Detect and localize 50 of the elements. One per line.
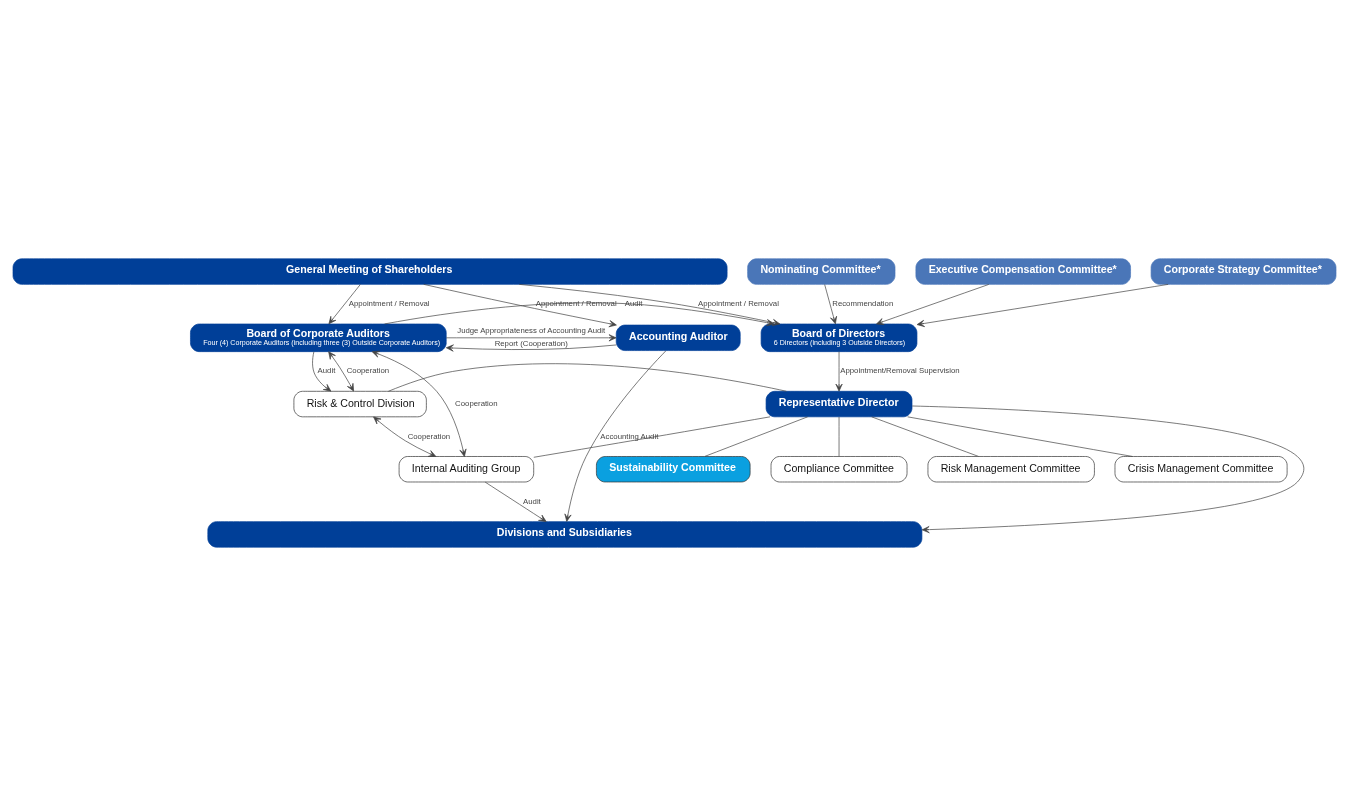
edge-label: Appointment / Removal [348, 299, 430, 309]
arrow [445, 334, 617, 342]
arrow [328, 284, 361, 325]
arrow [564, 350, 667, 522]
arrow [445, 344, 617, 352]
arrow [911, 405, 1305, 534]
node-box: Risk & Control Division [293, 390, 427, 418]
connector [533, 416, 771, 458]
edge-label: Appointment/Removal Supervision [840, 366, 960, 376]
arrow [423, 284, 617, 328]
node-box: Internal Auditing Group [398, 456, 535, 483]
edge-label: Judge Appropriateness of Accounting Audit [457, 326, 606, 336]
node-box: Divisions and Subsidiaries [207, 521, 923, 548]
edge-label: Audit [624, 299, 643, 309]
arrow [384, 302, 775, 327]
connector [871, 416, 979, 457]
node-box: Compliance Committee [770, 456, 908, 483]
node-box: Sustainability Committee [596, 456, 751, 483]
connector [907, 416, 1133, 457]
connector [838, 416, 840, 457]
arrow [835, 351, 843, 392]
arrow [916, 284, 1169, 327]
node-box: Risk Management Committee [927, 456, 1095, 483]
edge-label: Audit [317, 366, 336, 376]
edge-label: Accounting Audit [600, 431, 659, 441]
edge-label: Cooperation [407, 431, 451, 441]
node-box: Representative Director [765, 390, 913, 418]
node-box: Executive Compensation Committee* [915, 258, 1131, 285]
connector [388, 363, 787, 392]
node-box: Crisis Management Committee [1114, 456, 1288, 483]
arrow [328, 351, 354, 392]
edge-label: Cooperation [346, 366, 390, 376]
node-box: Nominating Committee* [747, 258, 896, 285]
arrow [876, 284, 990, 325]
arrow [824, 284, 837, 325]
arrow [373, 416, 437, 457]
arrow [518, 284, 781, 326]
arrow [371, 350, 467, 457]
node-box: General Meeting of Shareholders [12, 258, 728, 285]
edge-label: Appointment / Removal [697, 299, 779, 309]
arrow [312, 351, 332, 392]
edge-label: Report (Cooperation) [494, 339, 568, 349]
node-box: Corporate Strategy Committee* [1150, 258, 1337, 285]
arrow [484, 481, 547, 522]
node-box: Accounting Auditor [615, 324, 741, 351]
connector [704, 416, 808, 457]
edge-label: Recommendation [832, 299, 894, 309]
edge-label: Appointment / Removal [535, 299, 617, 309]
edge-label: Audit [523, 496, 541, 506]
edge-label: Cooperation [455, 399, 498, 409]
